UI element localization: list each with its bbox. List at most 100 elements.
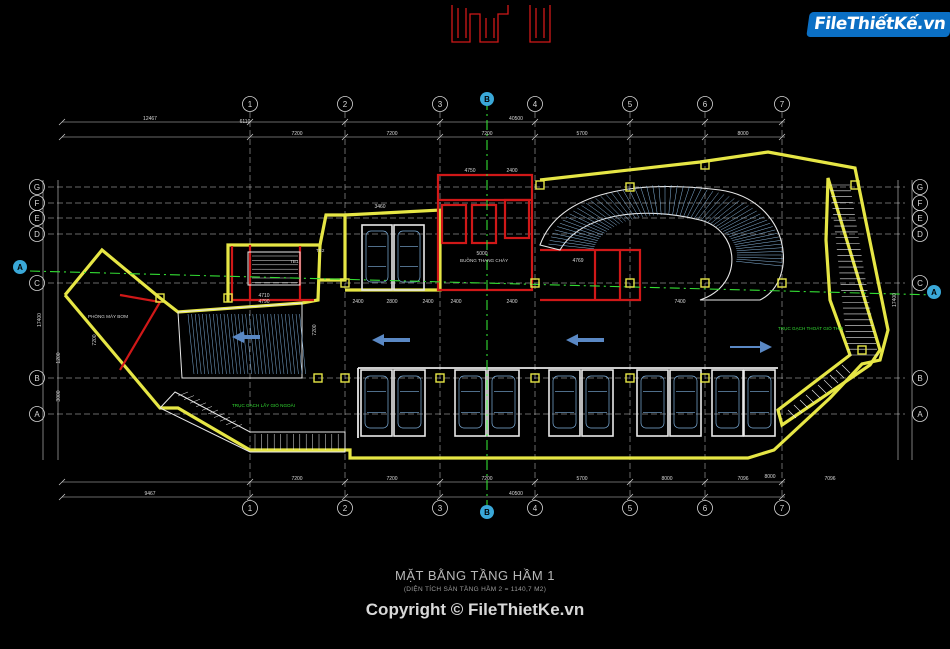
svg-text:B: B — [484, 508, 490, 517]
ramp-hatch-line — [622, 189, 640, 218]
left-ramp-hatch-line — [299, 313, 306, 375]
dim-tick — [778, 478, 786, 486]
ramp-hatch-line — [700, 194, 725, 221]
ramp-hatch-line — [600, 196, 626, 222]
parking-stall-top-2 — [393, 224, 425, 291]
bubble-bottom-1-ring — [242, 500, 258, 516]
column-12 — [155, 293, 165, 303]
ramp-hatch-line — [736, 258, 783, 263]
bubble-top-4: 4 — [527, 96, 543, 112]
dim-tick — [246, 133, 254, 141]
left-ramp-hatch-line — [227, 313, 234, 375]
parking-stall-bottom-6-bay — [581, 369, 614, 437]
parking-stall-bottom-2 — [393, 369, 426, 437]
site-logo: FileThiếtKế.vn — [806, 12, 950, 42]
ramp-hatch-line — [676, 185, 684, 216]
left-ramp-hatch-line — [252, 313, 260, 375]
column-10 — [700, 278, 710, 288]
left-ramp-hatch-line — [281, 313, 288, 375]
column-7 — [340, 278, 350, 288]
bubble-left-D-text: D — [34, 230, 40, 239]
ramp-hatch-line — [723, 213, 761, 232]
fire-stair-label: BUỒNG THANG CHÁY — [460, 257, 508, 263]
ramp-hatch-line — [569, 213, 607, 232]
dim-tick — [341, 133, 349, 141]
dim-tick — [626, 493, 634, 501]
dim-misc: 4750 — [464, 168, 475, 174]
dim-bottom-bay: 7200 — [481, 476, 492, 482]
copyright-watermark: Copyright © FileThietKe.vn — [365, 600, 585, 619]
bubble-bottom-2-text: 2 — [343, 504, 348, 513]
left-diagonal-step — [177, 391, 189, 397]
dim-tick — [436, 493, 444, 501]
curved-ramp — [539, 186, 784, 301]
parking-stall-bottom-6 — [581, 369, 614, 437]
dim-tick — [531, 493, 539, 501]
ramp-hatch-line — [697, 192, 719, 220]
bubble-right-D-ring — [912, 226, 928, 242]
bubble-bottom-7-ring — [774, 500, 790, 516]
parking-stall-bottom-9-bay — [711, 369, 744, 437]
ramp-hatch-line — [550, 236, 596, 245]
bubble-left-F: F — [29, 195, 45, 211]
bubble-bottom-7-text: 7 — [780, 504, 785, 513]
left-diagonal-step — [201, 406, 213, 411]
parking-stall-bottom-4-bay — [487, 369, 520, 437]
ramp-hatch-line — [704, 196, 730, 222]
bubble-left-B-ring — [29, 370, 45, 386]
dim-misc: 6110 — [240, 119, 251, 125]
dim-tick — [626, 478, 634, 486]
dim-misc: 3460 — [374, 204, 385, 210]
parking-stall-bottom-9-car — [715, 375, 740, 429]
ramp-hatch-line — [690, 189, 708, 218]
dim-tick — [531, 118, 539, 126]
drawing-subtitle: (DIỆN TÍCH SÀN TẦNG HẦM 2 = 1140,7 M2) — [403, 586, 547, 593]
left-ramp-hatch-line — [238, 313, 245, 375]
left-diagonal-step — [189, 398, 201, 404]
parking-bottom — [357, 367, 778, 438]
bubble-right-E: E — [912, 210, 928, 226]
ramp-hatch-line — [672, 185, 678, 216]
parking-stall-bottom-3-bay — [454, 369, 487, 437]
ramp-hatch-line — [611, 192, 633, 220]
parking-stall-bottom-3 — [454, 369, 487, 437]
parking-stall-bottom-4-car — [491, 375, 516, 429]
left-ramp-hatch-line — [245, 313, 252, 375]
left-ramp-hatch-line — [191, 313, 198, 375]
bubble-right-B: B — [912, 370, 928, 386]
bubble-right-C-ring — [912, 275, 928, 291]
ramp-hatch-line — [715, 205, 749, 227]
left-ramp-hatch-line — [256, 313, 263, 375]
ramp-hatch-line — [736, 243, 782, 249]
column-15 — [700, 160, 710, 170]
ramp-hatch-line — [640, 186, 651, 216]
right-lower-step — [799, 399, 809, 409]
left-diagonal-step — [219, 416, 231, 422]
dim-bottom-bay: 5700 — [576, 476, 587, 482]
svg-text:B: B — [484, 95, 490, 104]
ramp-hatch-line — [554, 229, 598, 241]
bubble-right-C: C — [912, 275, 928, 291]
ramp-hatch-line — [668, 185, 672, 216]
parking-stall-bottom-1-bay — [360, 369, 393, 437]
right-lower-step — [823, 379, 833, 389]
dim-top-bay: 5700 — [576, 131, 587, 137]
dim-left-extra-bottom: 9467 — [144, 491, 155, 497]
dim-misc: 7200 — [312, 324, 318, 335]
bubble-right-G-text: G — [917, 183, 923, 192]
left-diagonal-step — [207, 409, 219, 415]
ramp-intake-label: TRỤC GẠCH LẤY GIÓ NGOÀI — [232, 402, 295, 408]
parking-stall-bottom-6-car — [585, 375, 610, 429]
parking-stall-bottom-7-bay — [636, 369, 669, 437]
dim-misc: 1200 — [56, 352, 62, 363]
dim-left-extra-top: 12467 — [143, 116, 157, 122]
left-ramp-hatch-line — [230, 313, 238, 375]
column-6 — [313, 373, 323, 383]
bubble-left-C-text: C — [34, 279, 40, 288]
bubble-bottom-2-ring — [337, 500, 353, 516]
bubble-left-D: D — [29, 226, 45, 242]
